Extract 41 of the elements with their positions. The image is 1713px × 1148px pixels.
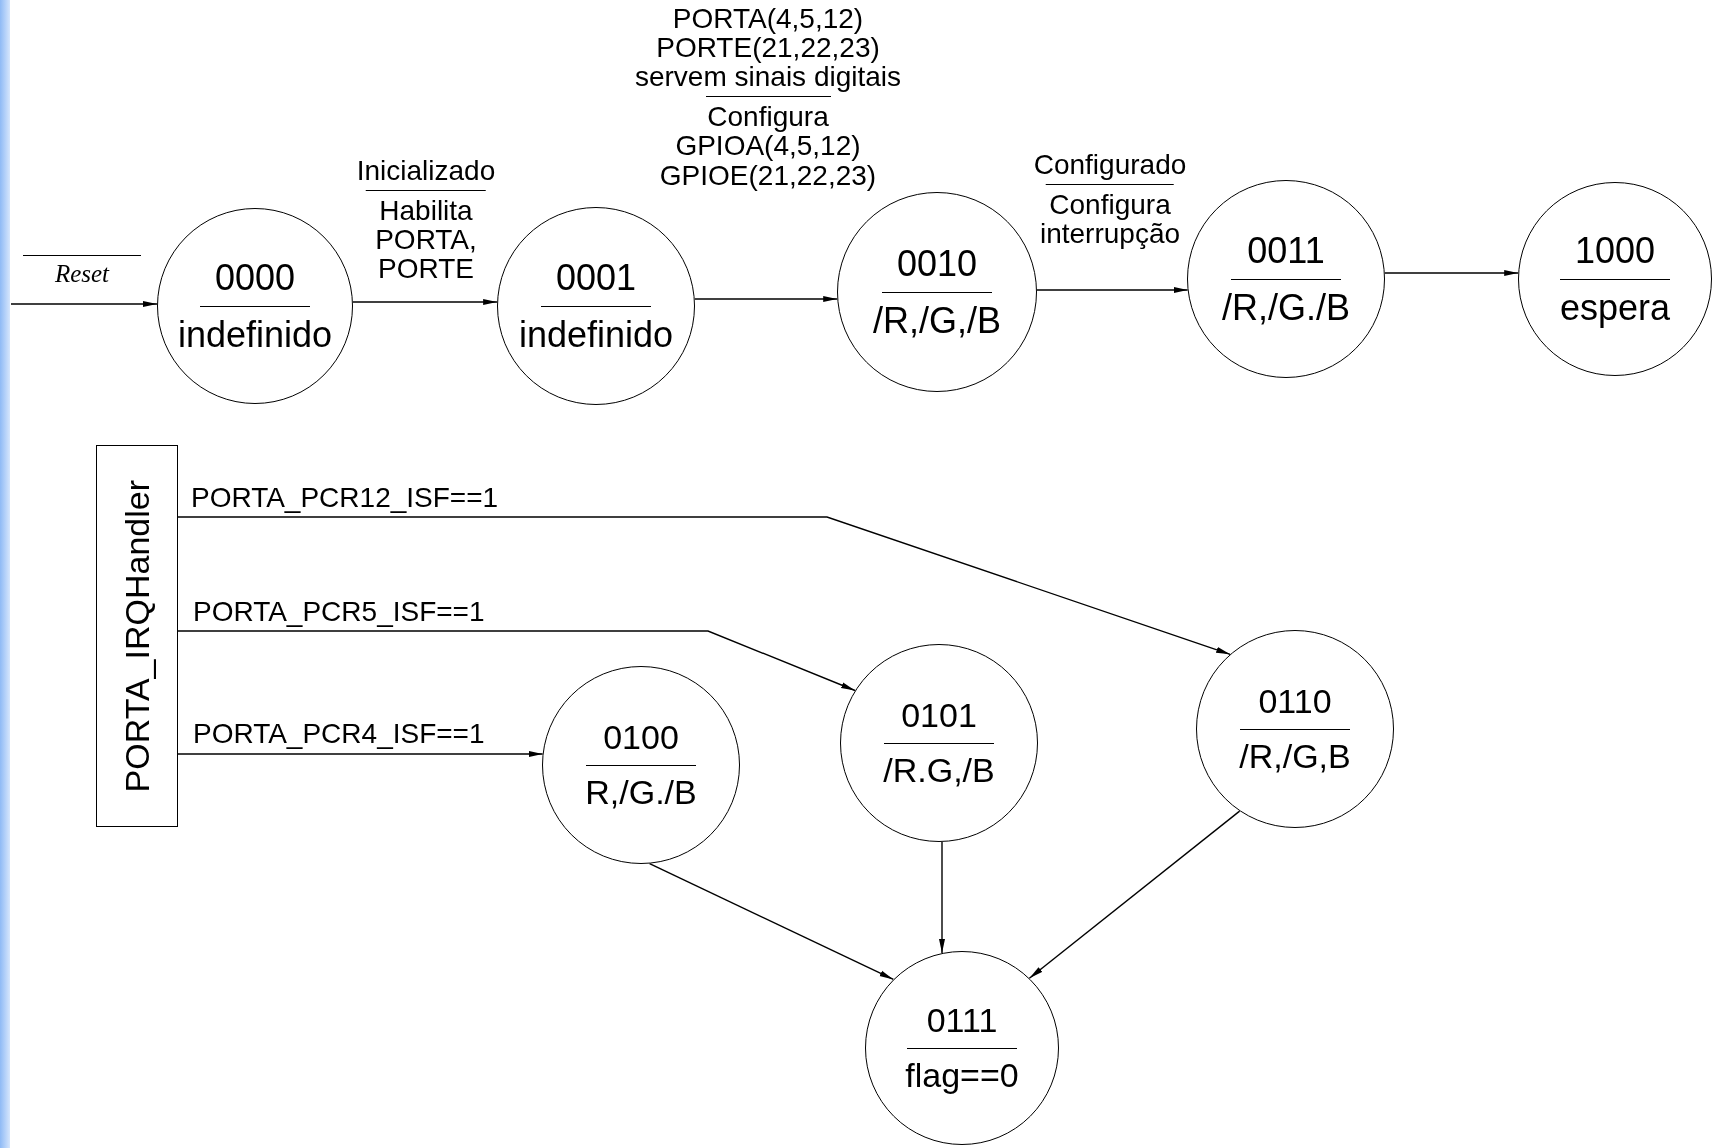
state-code: 0100 — [603, 719, 679, 757]
arrow — [177, 516, 1231, 655]
edge-label: Configura GPIOA(4,5,12) GPIOE(21,22,23) — [658, 102, 878, 190]
state-output: /R,/G,/B — [873, 300, 1001, 341]
state-output: /R,/G,B — [1239, 737, 1351, 775]
arrow — [694, 296, 838, 302]
edge-label: Reset — [54, 261, 110, 287]
state-output: /R,/G./B — [1222, 287, 1350, 328]
state-code: 0101 — [901, 697, 977, 735]
state-output: indefinido — [518, 314, 674, 355]
state-code: 0011 — [1247, 230, 1325, 271]
arrow — [1028, 810, 1241, 979]
state-code: 0111 — [926, 1002, 998, 1040]
state-code: 0000 — [214, 257, 296, 298]
state-code: 0010 — [896, 243, 978, 284]
handler-box — [96, 445, 178, 827]
state-output: indefinido — [177, 314, 333, 355]
edge-label: PORTA(4,5,12) PORTE(21,22,23) servem sinais digitais — [633, 4, 903, 92]
edge-label: Configurado — [1033, 150, 1187, 180]
arrow — [1384, 270, 1519, 276]
arrow — [10, 301, 158, 307]
arrow — [1036, 287, 1189, 293]
arrow — [939, 841, 945, 954]
edge-label: PORTA_PCR4_ISF==1 — [193, 718, 485, 748]
arrow — [177, 630, 856, 692]
edge-label: Inicializado — [356, 156, 496, 186]
state-output: espera — [1559, 287, 1671, 328]
state-output: /R.G,/B — [883, 751, 995, 789]
edge-label: Habilita PORTA, PORTE — [374, 196, 478, 284]
arrow — [648, 862, 895, 981]
arrow — [352, 299, 498, 305]
state-code: 0110 — [1258, 683, 1332, 721]
edge-label: PORTA_PCR12_ISF==1 — [191, 482, 499, 512]
state-code: 1000 — [1574, 230, 1656, 271]
arrow — [177, 751, 544, 757]
state-output: flag==0 — [905, 1056, 1019, 1094]
state-output: R,/G./B — [585, 773, 697, 811]
state-code: 0001 — [555, 257, 637, 298]
edge-label: PORTA_PCR5_ISF==1 — [193, 596, 485, 626]
edge-label: Configura interrupção — [1038, 190, 1182, 249]
handler-label: PORTA_IRQHandler — [117, 479, 157, 793]
